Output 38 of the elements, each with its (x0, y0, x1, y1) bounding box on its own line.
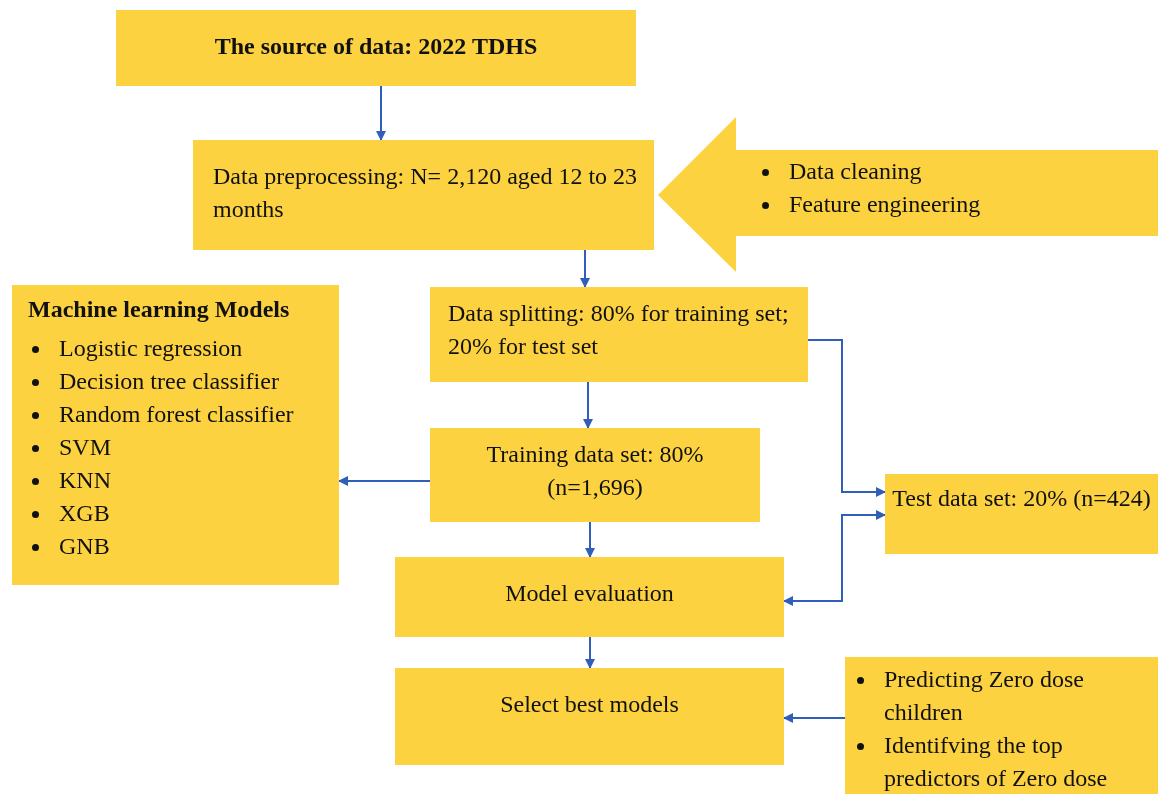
arrow (376, 85, 386, 141)
arrow (338, 476, 431, 486)
heading: Machine learning Models (28, 295, 291, 324)
box-text: Select best models (499, 690, 680, 719)
block-arrow (658, 117, 1158, 272)
heading: The source of data: 2022 TDHS (213, 32, 539, 61)
process-box (395, 668, 784, 765)
arrow (585, 521, 595, 558)
arrow (585, 636, 595, 669)
box-text: Test data set: 20% (n=424) (891, 484, 1152, 513)
arrow (583, 381, 593, 429)
list-item: Logistic regression (59, 334, 243, 363)
process-box (845, 657, 1158, 794)
list-item: Feature engineering (789, 190, 981, 219)
list-item: Random forest classifier (59, 400, 294, 429)
list-item: KNN (59, 466, 111, 495)
process-box (193, 140, 654, 250)
list-item: Decision tree classifier (59, 367, 279, 396)
box-text: Data preprocessing: N= 2,120 aged 12 to 23 months (213, 162, 639, 224)
process-box (116, 10, 636, 86)
list-item: Data cleaning (789, 157, 922, 186)
process-box (12, 285, 339, 585)
list-item: Predicting Zero dose children (884, 665, 1085, 727)
arrow (783, 510, 886, 606)
list-item: SVM (59, 433, 112, 462)
arrow (807, 339, 886, 497)
process-box (430, 428, 760, 522)
box-text: Training data set: 80% (n=1,696) (485, 440, 705, 502)
list-item: Identifving the top predictors of Zero dose (884, 731, 1109, 793)
process-box (395, 557, 784, 637)
arrow (783, 713, 846, 723)
list-item: GNB (59, 532, 110, 561)
box-text: Data splitting: 80% for training set; 20% for test set (448, 299, 790, 361)
box-text: Model evaluation (504, 579, 675, 608)
arrow (580, 249, 590, 288)
process-box (430, 287, 808, 382)
process-box (885, 474, 1158, 554)
list-item: XGB (59, 499, 110, 528)
